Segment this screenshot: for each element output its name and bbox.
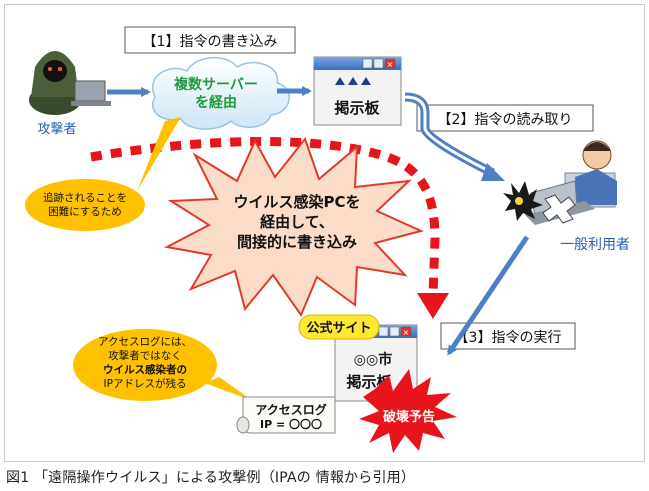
- official-site-label: 公式サイト: [306, 320, 371, 336]
- step1-label-box: 【1】指令の書き込み: [124, 26, 296, 54]
- step1-label: 【1】指令の書き込み: [143, 34, 278, 50]
- figure-caption: 図1 「遠隔操作ウイルス」による攻撃例（IPAの 情報から引用）: [6, 470, 416, 486]
- log-callout-line3: ウイルス感染者の: [103, 363, 187, 376]
- official-site-badge: 公式サイト: [298, 314, 380, 340]
- dotted-path-arrowhead: [417, 293, 449, 319]
- attacker-icon: [29, 51, 111, 115]
- arrow-user-to-site: [446, 235, 530, 356]
- step3-label: 【3】指令の実行: [455, 330, 562, 346]
- tracking-callout-line2: 困難にするため: [48, 205, 122, 218]
- infected-pc-burst: [163, 136, 424, 318]
- destruction-label: 破壊予告: [383, 409, 435, 425]
- cloud-label-line1: 複数サーバー: [173, 76, 258, 93]
- access-log-scroll: [236, 396, 336, 434]
- log-callout-line4: IPアドレスが残る: [104, 377, 187, 390]
- access-log-ip: IP = 〇〇〇: [260, 417, 322, 431]
- step2-label: 【2】指令の読み取り: [438, 111, 573, 128]
- log-callout-line1: アクセスログには、: [98, 335, 192, 348]
- tracking-callout: [25, 117, 181, 231]
- attacker-label: 攻撃者: [37, 121, 76, 137]
- burst-line1: ウイルス感染PCを: [233, 193, 360, 211]
- close-icon: ×: [403, 328, 410, 337]
- attack-diagram: 【1】指令の書き込み 攻撃者 複数サーバー を経由 × 掲示板 【2】指令の読み…: [25, 26, 630, 453]
- triangle-marks-icon: [335, 77, 371, 85]
- tracking-callout-line1: 追跡されることを: [43, 191, 127, 204]
- site-board-line1: ◎◎市: [354, 351, 392, 368]
- diagram-frame: 【1】指令の書き込み 攻撃者 複数サーバー を経由 × 掲示板 【2】指令の読み…: [4, 4, 645, 462]
- close-icon: ×: [387, 60, 394, 69]
- log-callout-line2: 攻撃者ではなく: [108, 349, 182, 362]
- relay-servers-cloud: [152, 56, 290, 130]
- destruction-notice-burst: [359, 369, 457, 453]
- burst-line3: 間接的に書き込み: [237, 233, 357, 251]
- user-label: 一般利用者: [560, 237, 630, 253]
- cloud-label-line2: を経由: [195, 94, 237, 111]
- cross-mark-icon: [542, 194, 576, 224]
- access-log-title: アクセスログ: [255, 402, 326, 417]
- board-title: 掲示板: [334, 99, 380, 117]
- burst-line2: 経由して、: [260, 213, 334, 231]
- step2-label-box: 【2】指令の読み取り: [416, 104, 594, 132]
- bulletin-board-window: × 掲示板: [313, 56, 402, 126]
- general-user-icon: [525, 140, 617, 225]
- log-callout: [73, 329, 253, 401]
- virus-icon: [503, 181, 543, 221]
